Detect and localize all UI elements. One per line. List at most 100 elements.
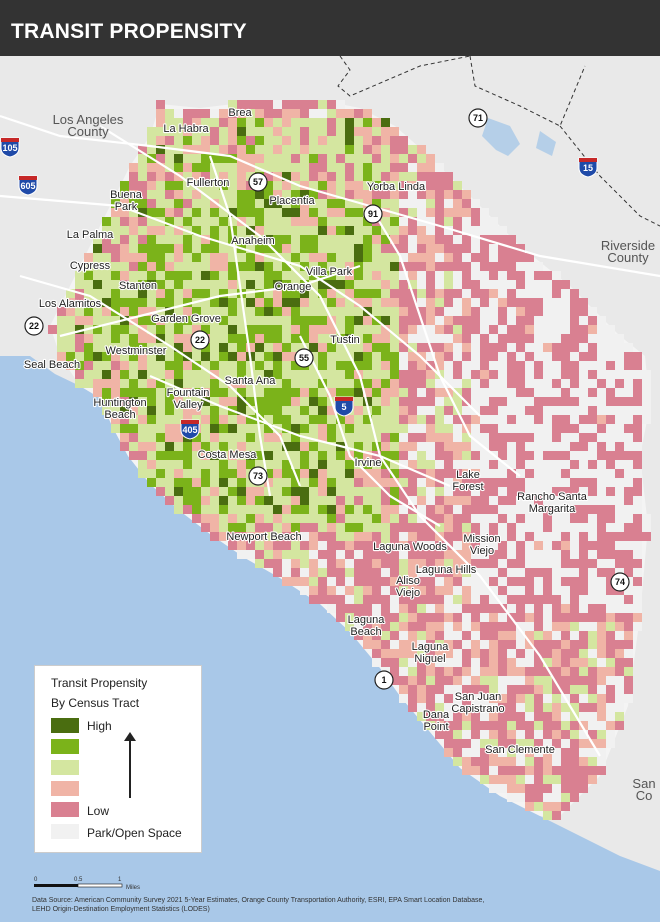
- census-tract: [390, 505, 399, 514]
- census-tract: [102, 316, 111, 325]
- census-tract: [201, 523, 210, 532]
- census-tract: [588, 370, 597, 379]
- census-tract: [255, 496, 264, 505]
- census-tract: [219, 199, 228, 208]
- census-tract: [489, 559, 498, 568]
- census-tract: [129, 406, 138, 415]
- census-tract: [570, 433, 579, 442]
- census-tract: [417, 478, 426, 487]
- census-tract: [444, 694, 453, 703]
- census-tract: [318, 199, 327, 208]
- census-tract: [291, 415, 300, 424]
- census-tract: [570, 694, 579, 703]
- census-tract: [525, 631, 534, 640]
- census-tract: [264, 532, 273, 541]
- census-tract: [615, 514, 624, 523]
- census-tract: [543, 496, 552, 505]
- census-tract: [552, 613, 561, 622]
- census-tract: [516, 685, 525, 694]
- city-label-fullerton: Fullerton: [187, 177, 230, 189]
- census-tract: [246, 514, 255, 523]
- census-tract: [489, 460, 498, 469]
- census-tract: [615, 460, 624, 469]
- census-tract: [543, 550, 552, 559]
- census-tract: [543, 784, 552, 793]
- census-tract: [345, 442, 354, 451]
- census-tract: [615, 631, 624, 640]
- census-tract: [237, 415, 246, 424]
- census-tract: [417, 451, 426, 460]
- census-tract: [300, 127, 309, 136]
- census-tract: [282, 226, 291, 235]
- census-tract: [129, 334, 138, 343]
- census-tract: [462, 721, 471, 730]
- census-tract: [498, 469, 507, 478]
- census-tract: [210, 244, 219, 253]
- census-tract: [588, 325, 597, 334]
- census-tract: [336, 613, 345, 622]
- census-tract: [435, 334, 444, 343]
- census-tract: [552, 334, 561, 343]
- census-tract: [489, 712, 498, 721]
- census-tract: [354, 280, 363, 289]
- census-tract: [327, 307, 336, 316]
- census-tract: [570, 361, 579, 370]
- census-tract: [615, 550, 624, 559]
- census-tract: [579, 316, 588, 325]
- census-tract: [336, 145, 345, 154]
- census-tract: [471, 595, 480, 604]
- census-tract: [390, 217, 399, 226]
- census-tract: [489, 406, 498, 415]
- census-tract: [552, 496, 561, 505]
- census-tract: [453, 235, 462, 244]
- census-tract: [507, 343, 516, 352]
- census-tract: [300, 208, 309, 217]
- census-tract: [579, 388, 588, 397]
- census-tract: [246, 145, 255, 154]
- census-tract: [480, 307, 489, 316]
- census-tract: [282, 298, 291, 307]
- census-tract: [435, 361, 444, 370]
- census-tract: [300, 568, 309, 577]
- census-tract: [408, 424, 417, 433]
- census-tract: [588, 433, 597, 442]
- census-tract: [480, 640, 489, 649]
- census-tract: [354, 523, 363, 532]
- census-tract: [615, 343, 624, 352]
- census-tract: [453, 739, 462, 748]
- census-tract: [426, 289, 435, 298]
- census-tract: [381, 190, 390, 199]
- census-tract: [399, 676, 408, 685]
- census-tract: [462, 676, 471, 685]
- census-tract: [273, 523, 282, 532]
- census-tract: [255, 298, 264, 307]
- census-tract: [399, 523, 408, 532]
- census-tract: [615, 649, 624, 658]
- census-tract: [336, 244, 345, 253]
- census-tract: [552, 802, 561, 811]
- census-tract: [426, 199, 435, 208]
- census-tract: [228, 523, 237, 532]
- census-tract: [597, 505, 606, 514]
- census-tract: [246, 424, 255, 433]
- census-tract: [147, 208, 156, 217]
- census-tract: [57, 352, 66, 361]
- census-tract: [570, 514, 579, 523]
- census-tract: [597, 568, 606, 577]
- census-tract: [525, 379, 534, 388]
- census-tract: [336, 559, 345, 568]
- census-tract: [606, 730, 615, 739]
- census-tract: [282, 136, 291, 145]
- census-tract: [246, 415, 255, 424]
- census-tract: [345, 577, 354, 586]
- census-tract: [597, 595, 606, 604]
- census-tract: [201, 460, 210, 469]
- census-tract: [111, 397, 120, 406]
- census-tract: [525, 604, 534, 613]
- census-tract: [552, 451, 561, 460]
- census-tract: [372, 145, 381, 154]
